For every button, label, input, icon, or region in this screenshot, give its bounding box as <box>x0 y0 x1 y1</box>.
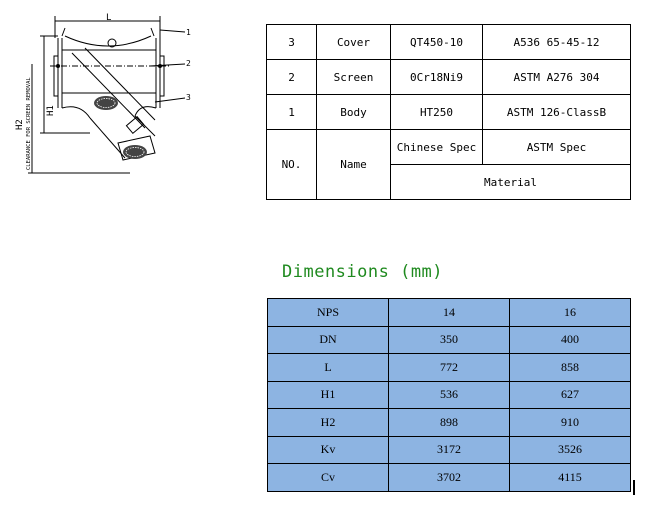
table-row: DN 350 400 <box>267 325 631 354</box>
dim-label: H2 <box>267 408 389 437</box>
dimensions-table: NPS 14 16 DN 350 400 L 772 858 H1 536 62… <box>267 298 631 492</box>
dim-value-a: 14 <box>388 298 510 327</box>
dim-value-b: 16 <box>509 298 631 327</box>
chinese-spec: 0Cr18Ni9 <box>390 59 483 95</box>
clearance-label: CLEARANCE FOR SCREEN REMOVAL <box>26 77 32 170</box>
h1-dim-label: H1 <box>46 105 56 116</box>
l-dim-label: L <box>106 13 111 23</box>
material-table: 3 Cover QT450-10 A536 65-45-12 2 Screen … <box>266 24 631 200</box>
dim-value-a: 3702 <box>388 463 510 492</box>
header-chinese-spec: Chinese Spec <box>390 129 483 165</box>
dim-value-a: 3172 <box>388 435 510 464</box>
table-row: Kv 3172 3526 <box>267 435 631 464</box>
header-material: Material <box>390 164 631 200</box>
table-row: NPS 14 16 <box>267 298 631 327</box>
text-cursor <box>633 480 635 495</box>
dim-label: H1 <box>267 380 389 409</box>
header-no: NO. <box>266 129 317 200</box>
table-row: Cv 3702 4115 <box>267 463 631 492</box>
table-row: L 772 858 <box>267 353 631 382</box>
astm-spec: ASTM 126-ClassB <box>482 94 631 130</box>
callout-1: 1 <box>186 28 191 37</box>
table-row: 1 Body HT250 ASTM 126-ClassB <box>266 94 631 130</box>
dim-label: L <box>267 353 389 382</box>
dim-value-a: 536 <box>388 380 510 409</box>
table-row: 2 Screen 0Cr18Ni9 ASTM A276 304 <box>266 59 631 95</box>
dim-value-b: 3526 <box>509 435 631 464</box>
callout-2: 2 <box>186 59 191 68</box>
header-astm-spec: ASTM Spec <box>482 129 631 165</box>
table-header-row: Material <box>267 164 631 200</box>
table-row: 3 Cover QT450-10 A536 65-45-12 <box>266 24 631 60</box>
astm-spec: A536 65-45-12 <box>482 24 631 60</box>
part-no: 2 <box>266 59 317 95</box>
dim-label: Cv <box>267 463 389 492</box>
part-no: 3 <box>266 24 317 60</box>
dim-label: DN <box>267 325 389 354</box>
chinese-spec: HT250 <box>390 94 483 130</box>
dim-value-b: 858 <box>509 353 631 382</box>
part-name: Cover <box>316 24 391 60</box>
dim-value-b: 910 <box>509 408 631 437</box>
table-row: H1 536 627 <box>267 380 631 409</box>
astm-spec: ASTM A276 304 <box>482 59 631 95</box>
chinese-spec: QT450-10 <box>390 24 483 60</box>
dim-value-a: 898 <box>388 408 510 437</box>
dim-value-b: 627 <box>509 380 631 409</box>
dim-label: Kv <box>267 435 389 464</box>
header-name: Name <box>316 129 391 200</box>
dim-value-b: 4115 <box>509 463 631 492</box>
h2-dim-label: H2 <box>15 119 25 130</box>
dim-value-a: 350 <box>388 325 510 354</box>
dimensions-title: Dimensions (mm) <box>282 262 444 282</box>
table-header-row: NO. Name Chinese Spec ASTM Spec <box>266 129 631 200</box>
table-row: H2 898 910 <box>267 408 631 437</box>
strainer-drawing: L 1 2 3 H1 H2 CLEARANCE FOR SCREEN REMOV… <box>15 13 191 174</box>
dim-value-b: 400 <box>509 325 631 354</box>
callout-3: 3 <box>186 93 191 102</box>
dim-label: NPS <box>267 298 389 327</box>
part-name: Body <box>316 94 391 130</box>
part-no: 1 <box>266 94 317 130</box>
plug-circle <box>107 38 117 48</box>
part-name: Screen <box>316 59 391 95</box>
dim-value-a: 772 <box>388 353 510 382</box>
